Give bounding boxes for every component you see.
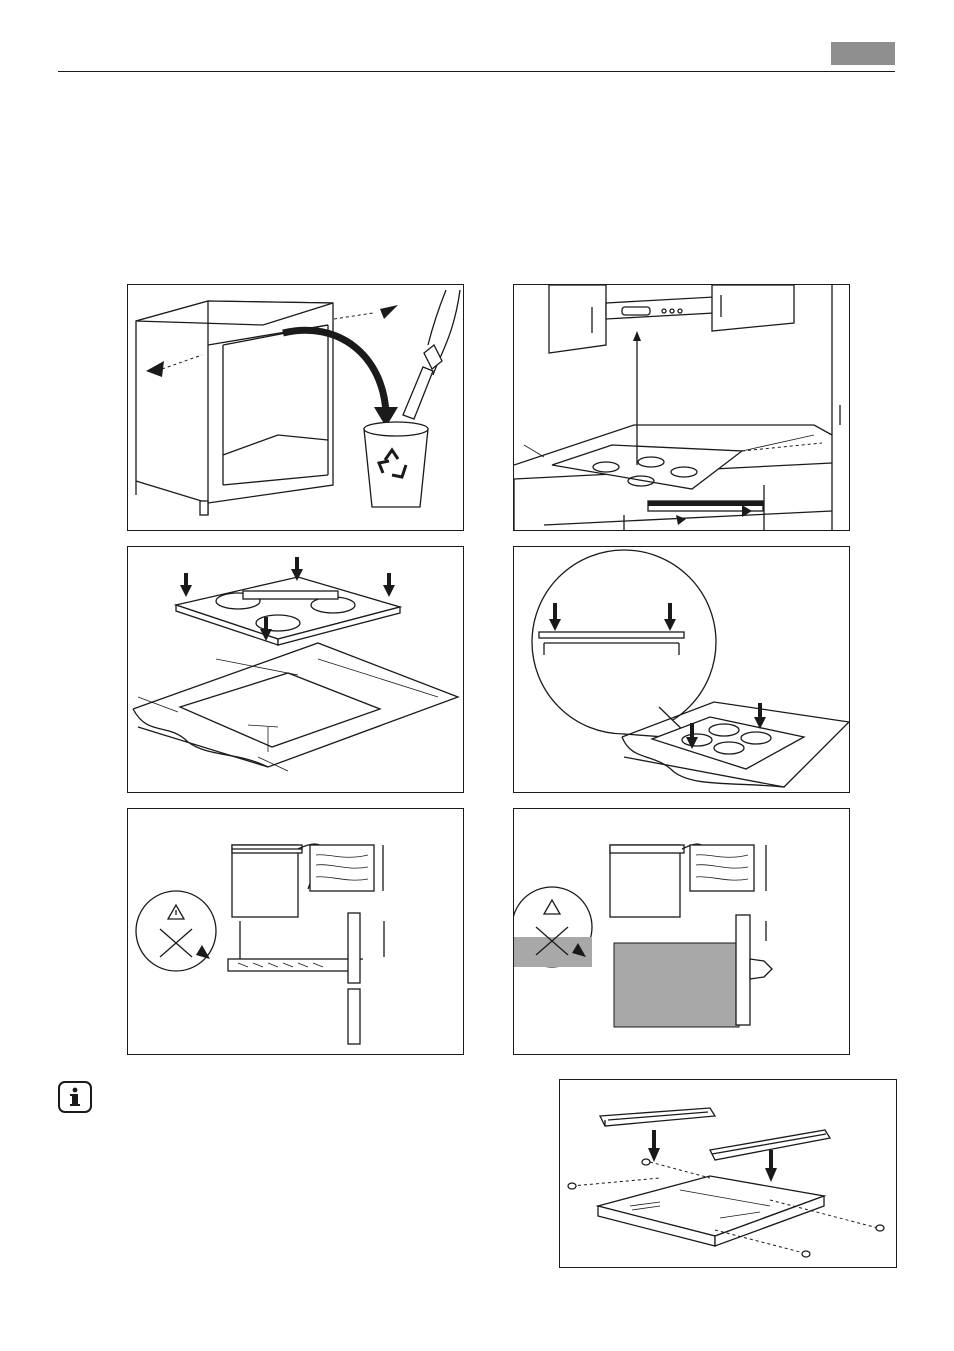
figure-above-drawer bbox=[127, 808, 464, 1055]
figure-cabinet-recycle bbox=[127, 284, 464, 531]
figure-hob-clearance bbox=[513, 284, 850, 531]
figure-hob-seal bbox=[513, 546, 850, 793]
header-tab bbox=[831, 42, 895, 65]
header-rule bbox=[58, 71, 895, 72]
info-icon bbox=[58, 1081, 92, 1113]
figure-hob-cutout bbox=[127, 546, 464, 793]
figure-mounting-brackets bbox=[559, 1079, 897, 1268]
figure-above-oven bbox=[513, 808, 850, 1055]
